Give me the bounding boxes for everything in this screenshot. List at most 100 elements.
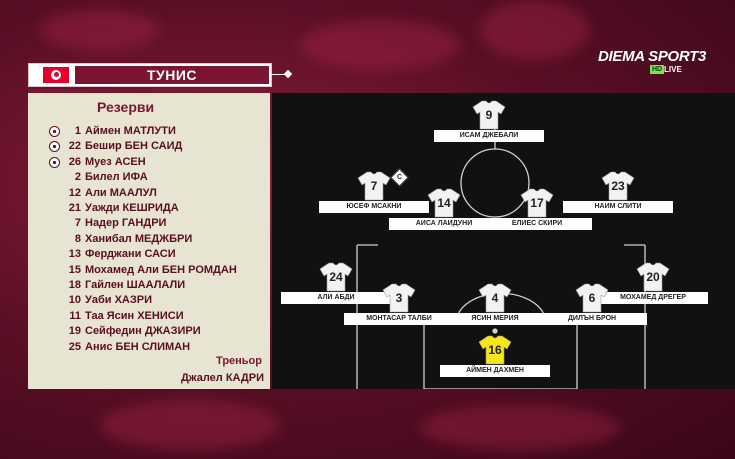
shirt-icon: 4 (478, 283, 512, 313)
reserve-name: Билел ИФА (85, 171, 148, 184)
reserve-row: 25 Анис БЕН СЛИМАН (28, 341, 270, 356)
reserve-name: Таа Ясин ХЕНИСИ (85, 309, 184, 322)
player-name: АЙМЕН ДАХМЕН (440, 365, 550, 377)
reserve-name: Муез АСЕН (85, 155, 146, 168)
shirt-number: 14 (437, 196, 451, 210)
shirt-icon: 17 (520, 188, 554, 218)
player-name: НАИМ СЛИТИ (563, 201, 673, 213)
reserve-row: 21 Уажди КЕШРИДА (28, 202, 270, 217)
reserve-name: Гайлен ШААЛАЛИ (85, 279, 186, 291)
player-name: ДИЛЪН БРОН (537, 313, 647, 325)
shirt-icon: 24 (319, 262, 353, 292)
shirt-number: 3 (395, 291, 403, 305)
header-connector-dot (283, 69, 293, 79)
reserve-row: 11 Таа Ясин ХЕНИСИ (28, 310, 270, 325)
shirt-icon: 6 (575, 283, 609, 313)
reserve-row: 15 Мохамед Али БЕН РОМДАН (28, 264, 270, 279)
reserve-row: 12 Али МААЛУЛ (28, 187, 270, 202)
tunisia-flag-icon (43, 67, 69, 83)
background-decoration (100, 400, 280, 450)
reserve-number: 15 (68, 263, 81, 276)
reserve-number: 8 (74, 232, 81, 245)
shirt-number: 17 (530, 196, 544, 210)
reserve-number: 11 (69, 309, 81, 322)
shirt-icon: 16 (478, 335, 512, 365)
player-name: ИСАМ ДЖЕБАЛИ (434, 130, 544, 142)
shirt-number: 4 (491, 291, 499, 305)
reserve-number: 12 (68, 186, 81, 199)
reserve-name: Уажди КЕШРИДА (85, 202, 179, 214)
live-label: LIVE (664, 65, 682, 74)
reserve-name: Бешир БЕН САИД (85, 140, 183, 153)
shirt-number: 7 (370, 179, 378, 193)
reserve-number: 19 (68, 325, 81, 338)
shirt-number: 9 (485, 108, 493, 122)
shirt-number: 16 (488, 343, 502, 357)
shirt-icon: 3 (382, 283, 416, 313)
reserve-number: 18 (68, 279, 81, 291)
shirt-icon: 23 (601, 171, 635, 201)
shirt-number: 23 (611, 179, 625, 193)
reserve-row: 7 Надер ГАНДРИ (28, 217, 270, 232)
coach-name: Джалел КАДРИ (180, 372, 264, 384)
reserve-number: 26 (68, 155, 81, 168)
captain-mark: C (396, 174, 403, 181)
shirt-number: 6 (588, 291, 596, 305)
background-decoration (300, 20, 460, 70)
player-name: МОХАМЕД ДРЕГЕР (598, 292, 708, 304)
reserve-row: 26 Муез АСЕН (28, 156, 270, 171)
reserve-name: Ферджани САСИ (85, 248, 176, 261)
reserve-number: 7 (74, 217, 81, 230)
reserve-number: 22 (68, 140, 81, 153)
team-name: ТУНИС (75, 66, 269, 84)
reserve-name: Ханибал МЕДЖБРИ (85, 232, 193, 245)
player-name: ЮСЕФ МСАКНИ (319, 201, 429, 213)
reserve-number: 25 (68, 340, 81, 353)
reserve-number: 21 (68, 202, 81, 214)
team-header: ТУНИС (28, 63, 272, 87)
reserve-name: Мохамед Али БЕН РОМДАН (85, 263, 237, 276)
reserve-name: Надер ГАНДРИ (85, 217, 167, 230)
shirt-icon: 14 (427, 188, 461, 218)
reserve-number: 2 (74, 171, 81, 184)
reserve-name: Аймен МАТЛУТИ (85, 125, 176, 137)
reserve-name: Уаби ХАЗРИ (85, 294, 152, 307)
player-name: ЕЛИЕС СКИРИ (482, 218, 592, 230)
goalkeeper-ball-icon (49, 141, 60, 153)
player-name: АИСА ЛАИДУНИ (389, 218, 499, 230)
header-connector (270, 74, 286, 75)
player-name: АЛИ АБДИ (281, 292, 391, 304)
reserve-number: 10 (68, 294, 81, 307)
shirt-icon: 7 (357, 171, 391, 201)
player-name: МОНТАСАР ТАЛБИ (344, 313, 454, 325)
player-name: ЯСИН МЕРИЯ (440, 313, 550, 325)
reserve-name: Анис БЕН СЛИМАН (85, 340, 191, 353)
background-decoration (420, 405, 620, 450)
background-decoration (40, 10, 160, 50)
reserves-title: Резерви (97, 99, 155, 115)
logo-text: DIEMA SPORT3 (598, 48, 707, 65)
shirt-icon: 20 (636, 262, 670, 292)
reserve-row: 18 Гайлен ШААЛАЛИ (28, 279, 270, 294)
header-divider (28, 89, 270, 93)
coach-label: Треньор (216, 355, 262, 367)
hd-badge: HD (650, 65, 665, 74)
shirt-number: 24 (329, 270, 343, 284)
shirt-number: 20 (646, 270, 660, 284)
reserve-row: 8 Ханибал МЕДЖБРИ (28, 233, 270, 248)
reserve-name: Али МААЛУЛ (85, 186, 157, 199)
